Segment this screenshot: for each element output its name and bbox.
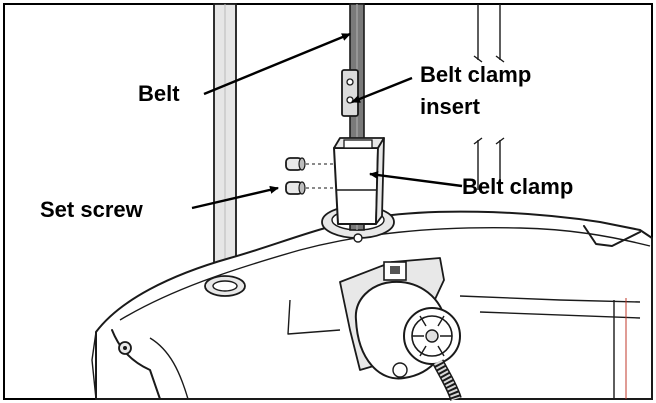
set-screws	[285, 157, 334, 195]
belt-clamp	[333, 137, 385, 225]
background-column	[473, 4, 505, 190]
vertical-pole	[213, 3, 237, 289]
callout-belt-clamp-insert-line2: insert	[420, 94, 481, 119]
leader-lines	[191, 32, 463, 210]
callout-belt: Belt	[138, 81, 180, 106]
callout-belt-clamp: Belt clamp	[462, 174, 573, 199]
callout-set-screw: Set screw	[40, 197, 144, 222]
belt-clamp-insert	[341, 69, 359, 117]
callout-belt-clamp-insert-line1: Belt clamp	[420, 62, 531, 87]
pole-hole	[204, 275, 246, 297]
knob-assembly	[339, 257, 462, 401]
